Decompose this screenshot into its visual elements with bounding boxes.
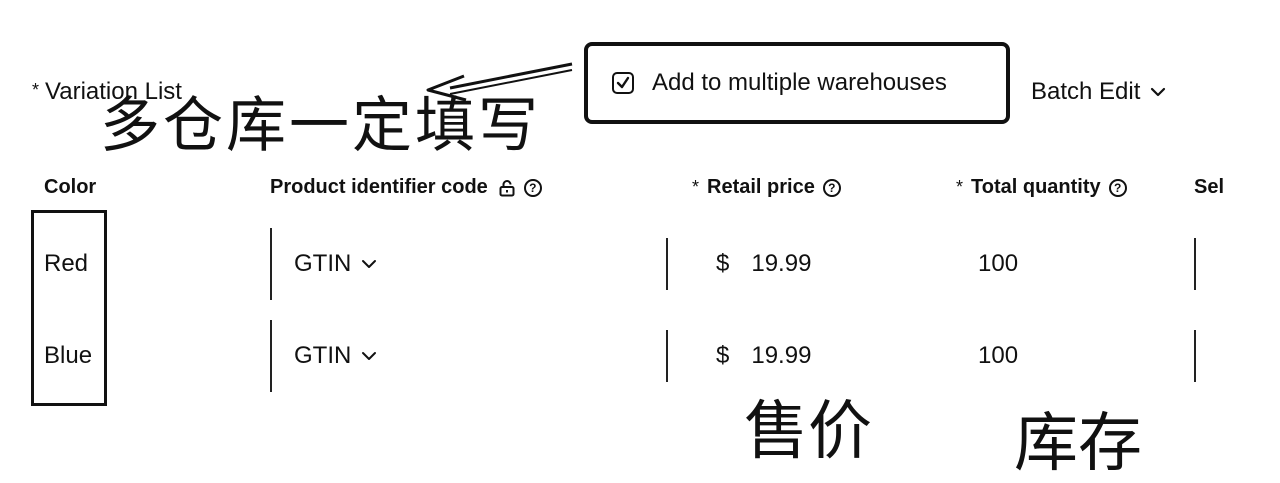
column-divider — [666, 330, 668, 382]
multi-warehouse-checkbox[interactable] — [612, 72, 634, 94]
quantity-input[interactable]: 100 — [978, 250, 1019, 277]
annotation-price: 售价 — [744, 395, 872, 469]
retail-price-input[interactable]: $ 19.99 — [716, 250, 811, 278]
identifier-type-select[interactable]: GTIN — [270, 228, 668, 300]
column-header-seller-sku-label: Sel — [1194, 176, 1225, 198]
column-header-color-label: Color — [44, 176, 97, 198]
row-color-cell: Blue — [44, 342, 93, 369]
batch-edit-button[interactable]: Batch Edit — [1031, 78, 1166, 106]
checkmark-icon — [616, 76, 630, 89]
required-mark: * — [956, 177, 964, 197]
currency-symbol: $ — [716, 250, 730, 277]
retail-price-value: 19.99 — [751, 250, 812, 277]
required-mark: * — [692, 177, 700, 197]
help-icon[interactable]: ? — [1108, 178, 1127, 197]
identifier-type-value: GTIN — [294, 342, 352, 369]
annotation-arrow-icon — [426, 62, 573, 102]
column-divider — [1194, 238, 1196, 290]
identifier-type-select[interactable]: GTIN — [270, 320, 668, 392]
lock-icon — [498, 179, 516, 197]
help-icon[interactable]: ? — [822, 178, 841, 197]
currency-symbol: $ — [716, 342, 730, 369]
required-mark: * — [32, 80, 40, 100]
column-header-total-quantity: * Total quantity ? — [956, 176, 1127, 199]
column-header-seller-sku: Sel — [1194, 176, 1224, 199]
batch-edit-label: Batch Edit — [1031, 78, 1141, 105]
column-header-total-quantity-label: Total quantity — [971, 176, 1101, 198]
variation-list-label: Variation List — [45, 78, 182, 105]
chevron-down-icon — [362, 352, 377, 360]
annotation-multi-warehouse: 多仓库一定填写 — [100, 91, 541, 161]
retail-price-value: 19.99 — [751, 342, 812, 369]
variation-list-title: *Variation List — [32, 78, 182, 106]
quantity-input[interactable]: 100 — [978, 342, 1019, 369]
column-header-color: Color — [44, 176, 96, 199]
row-color-cell: Red — [44, 250, 89, 277]
help-icon[interactable]: ? — [523, 178, 542, 197]
column-header-identifier: Product identifier code ? — [270, 176, 542, 199]
column-header-retail-price: * Retail price ? — [692, 176, 841, 199]
chevron-down-icon — [362, 260, 377, 268]
multi-warehouse-label: Add to multiple warehouses — [652, 69, 947, 96]
retail-price-input[interactable]: $ 19.99 — [716, 342, 811, 370]
multi-warehouse-toggle[interactable]: Add to multiple warehouses — [584, 42, 1010, 124]
chevron-down-icon — [1151, 87, 1166, 97]
column-header-identifier-label: Product identifier code — [270, 176, 488, 198]
column-divider — [1194, 330, 1196, 382]
annotation-stock: 库存 — [1014, 407, 1142, 481]
identifier-type-value: GTIN — [294, 250, 352, 277]
color-column-highlight — [31, 210, 107, 406]
column-divider — [666, 238, 668, 290]
column-header-retail-price-label: Retail price — [707, 176, 815, 198]
